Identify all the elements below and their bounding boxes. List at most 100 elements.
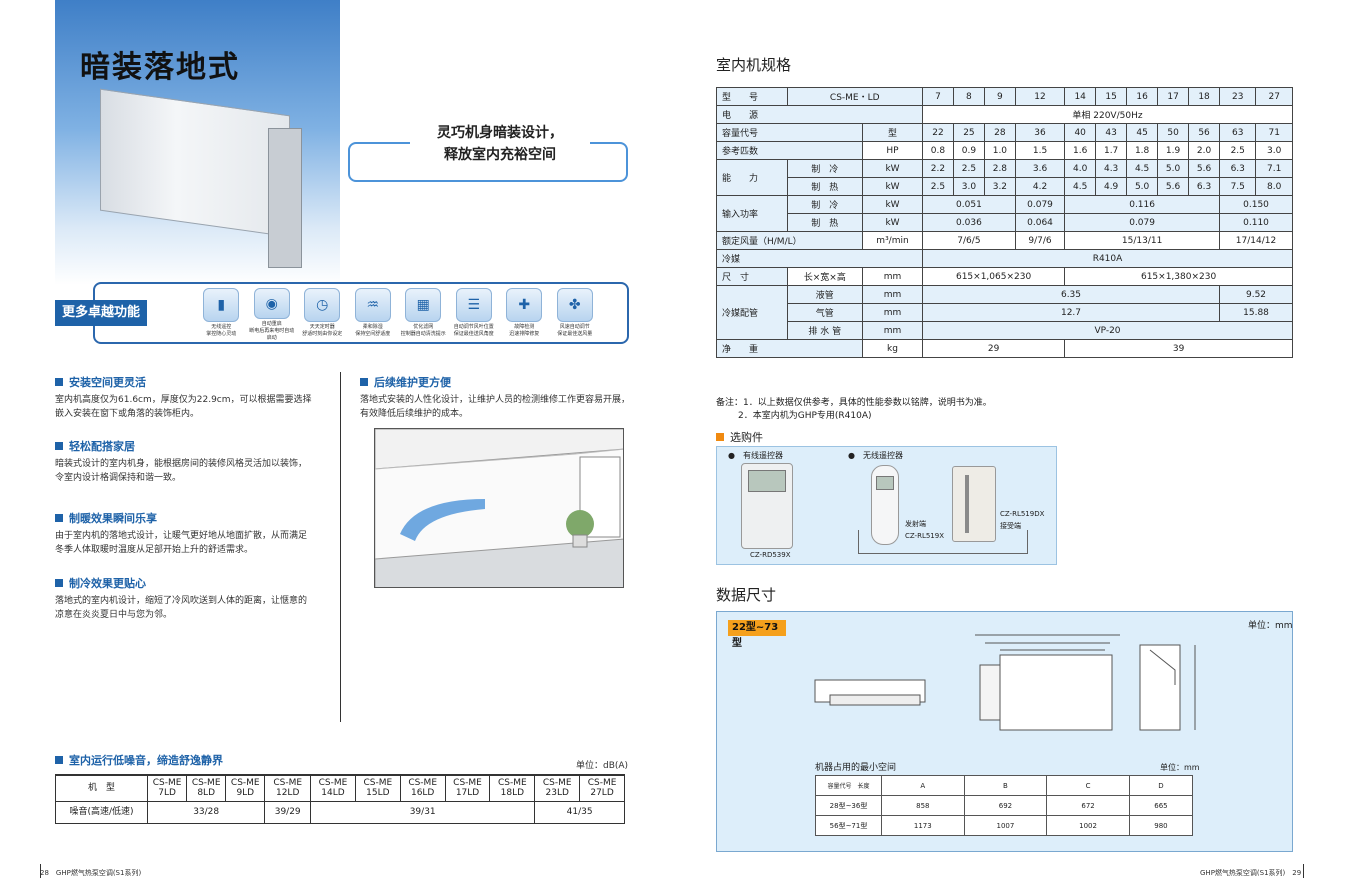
wired-label: ● 有线遥控器 [728, 451, 783, 460]
table-cell: 28型~36型 [815, 795, 882, 816]
fan-icon: ✤ [556, 288, 593, 322]
table-cell: CS-ME 9LD [225, 774, 266, 802]
table-cell: CS-ME 14LD [310, 774, 356, 802]
louver-icon: ☰ [455, 288, 492, 322]
table-cell: D [1128, 775, 1194, 796]
table-cell: 0.110 [1219, 213, 1293, 232]
section: 安装空间更灵活 室内机高度仅为61.6cm，厚度仅为22.9cm，可以根据需要选… [55, 374, 325, 421]
table-cell: kW [862, 159, 923, 178]
table-cell: 40 [1064, 123, 1097, 142]
table-cell: 6.3 [1188, 177, 1221, 196]
table-cell: 制 热 [786, 213, 864, 232]
table-cell: 39/31 [310, 800, 536, 824]
table-cell: 0.116 [1064, 195, 1221, 214]
table-cell: 41/35 [534, 800, 625, 824]
diagnosis-icon: ✚ [506, 288, 543, 322]
table-cell: 5.6 [1188, 159, 1221, 178]
table-cell: CS-ME・LD [786, 87, 923, 106]
table-cell: 9 [983, 87, 1016, 106]
table-cell: CS-ME 16LD [399, 774, 446, 802]
footer-rule [1303, 864, 1304, 878]
wireless-remote-image [871, 465, 899, 545]
table-cell: CS-ME 23LD [534, 774, 581, 802]
table-cell: 672 [1046, 795, 1130, 816]
table-cell: 5.0 [1126, 177, 1159, 196]
dims-title: 数据尺寸 [716, 586, 777, 604]
clock-icon: ◷ [304, 288, 341, 322]
table-cell: 0.079 [1014, 195, 1066, 214]
feature-item: ▦优化滤网 控制器自动清洗提示 [400, 288, 447, 342]
spec-title: 室内机规格 [716, 56, 792, 74]
section: 制暖效果瞬间乐享 由于室内机的落地式设计，让暖气更好地从地面扩散，从而满足冬季人… [55, 510, 325, 557]
table-cell: 27 [1255, 87, 1293, 106]
table-cell: 制 冷 [786, 159, 864, 178]
table-cell: 6.3 [1219, 159, 1257, 178]
table-cell: 6.35 [921, 285, 1221, 304]
table-cell: 1007 [963, 815, 1048, 836]
table-cell: 9.52 [1219, 285, 1293, 304]
footer-rule [40, 864, 41, 878]
table-cell: 尺 寸 [716, 267, 788, 286]
section-title: 制暖效果瞬间乐享 [55, 510, 325, 526]
table-cell: 能 力 [716, 159, 788, 196]
table-cell: 1173 [881, 815, 965, 836]
table-cell: 冷媒配管 [716, 285, 788, 340]
table-cell: 8 [952, 87, 985, 106]
table-cell: 5.0 [1157, 159, 1190, 178]
table-cell: 56 [1188, 123, 1221, 142]
table-cell: 4.2 [1014, 177, 1066, 196]
table-cell: 7/6/5 [921, 231, 1016, 250]
table-cell: 0.9 [952, 141, 985, 160]
table-cell: 50 [1157, 123, 1190, 142]
table-cell: 858 [881, 795, 965, 816]
table-cell: 15 [1095, 87, 1128, 106]
wired-remote-image [741, 463, 793, 549]
section-text: 室内机高度仅为61.6cm，厚度仅为22.9cm，可以根据需要选择嵌入安装在窗下… [55, 395, 312, 419]
slogan-line: 释放室内充裕空间 [444, 147, 556, 163]
table-cell: mm [862, 267, 923, 286]
table-cell: CS-ME 12LD [264, 774, 312, 802]
table-cell: 3.0 [1255, 141, 1293, 160]
table-row: 电 源单相 220V/50Hz [716, 105, 1294, 124]
table-cell: 长×宽×高 [786, 267, 864, 286]
section-text: 落地式的室内机设计，缩短了冷风吹送到人体的距离，让惬意的凉意在炎炎夏日中与您为邻… [55, 596, 308, 620]
table-cell: 1.9 [1157, 141, 1190, 160]
table-cell: 5.6 [1157, 177, 1190, 196]
noise-table: 机 型 CS-ME 7LD CS-ME 8LD CS-ME 9LD CS-ME … [55, 774, 625, 824]
table-cell: 43 [1095, 123, 1128, 142]
table-cell: 1.5 [1014, 141, 1066, 160]
table-cell: 39/29 [264, 800, 312, 824]
table-cell: 噪音(高速/低速) [55, 800, 148, 824]
table-cell: CS-ME 8LD [186, 774, 227, 802]
section: 轻松配搭家居 暗装式设计的室内机身，能根据房间的装修风格灵活加以装饰，令室内设计… [55, 438, 325, 485]
table-cell: 4.5 [1064, 177, 1097, 196]
feature-item: ◷天天定时器 舒适时刻由你设定 [299, 288, 346, 342]
wireless-label: ● 无线遥控器 [848, 451, 903, 460]
wired-model: CZ-RD539X [750, 551, 791, 559]
table-cell: 12.7 [921, 303, 1221, 322]
table-cell: m³/min [862, 231, 923, 250]
table-cell: 615×1,065×230 [921, 267, 1066, 286]
table-cell: 14 [1064, 87, 1097, 106]
feature-item: ▮无线遥控 掌控随心灵动 [198, 288, 245, 342]
section-title: 轻松配搭家居 [55, 438, 325, 454]
table-cell: 692 [963, 795, 1048, 816]
section-title: 后续维护更方便 [360, 374, 630, 390]
table-cell: 单相 220V/50Hz [921, 105, 1294, 124]
table-cell: 3.6 [1014, 159, 1066, 178]
divider [340, 372, 341, 722]
table-cell: C [1046, 775, 1130, 796]
table-cell: 净 重 [715, 339, 864, 358]
feature-item: ♒柔和除湿 保持空间舒适度 [350, 288, 397, 342]
table-cell: 4.9 [1095, 177, 1128, 196]
table-cell: kg [862, 339, 923, 358]
table-cell: mm [862, 303, 923, 322]
table-row: 噪音(高速/低速) 33/28 39/29 39/31 41/35 [55, 800, 625, 824]
table-cell: 56型~71型 [815, 815, 882, 836]
table-cell: B [963, 775, 1048, 796]
